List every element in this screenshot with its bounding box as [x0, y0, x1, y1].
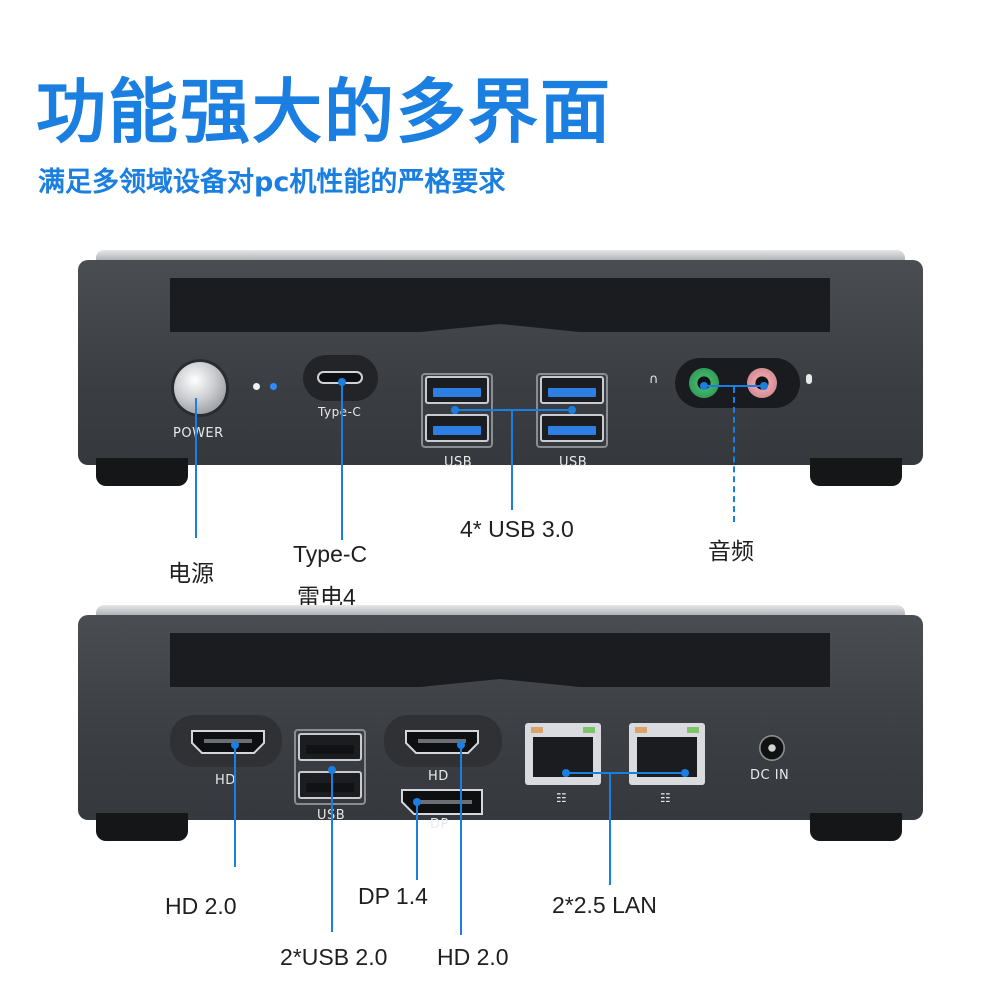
front-left-foot [96, 458, 188, 486]
lan-icon-2: ☷ [660, 791, 671, 805]
typec-callout-line [341, 382, 343, 540]
usb2-callout-line [331, 770, 333, 932]
lan-bar-line [565, 772, 685, 774]
hdmi-right-port[interactable] [404, 729, 480, 755]
audio-jack-bezel [675, 358, 800, 408]
usb2-frame [294, 729, 366, 805]
typec-label: Type-C [318, 405, 362, 419]
hdmi-left-port[interactable] [190, 729, 266, 755]
usb3-port-1-bottom[interactable] [425, 414, 489, 442]
lan-dot-right [681, 769, 689, 777]
usb-label-1: USB [444, 455, 473, 470]
rear-panel: HD USB HD DP ☷ ☷ DC IN [78, 605, 923, 841]
hd-right-callout-line [460, 745, 462, 935]
front-vent-slot [170, 278, 830, 332]
page-title: 功能强大的多界面 [36, 71, 612, 153]
usb2-port-top[interactable] [298, 733, 362, 761]
audio-dot-left [700, 382, 708, 390]
usb2-label: USB [317, 808, 345, 823]
usb30-callout-line [511, 410, 513, 510]
dp-label: DP [430, 817, 449, 832]
dc-in-label: DC IN [750, 768, 790, 783]
callout-hd20-right: HD 2.0 [437, 944, 509, 970]
callout-lan: 2*2.5 LAN [552, 892, 657, 918]
usb2-callout-dot [328, 766, 336, 774]
callout-dp14: DP 1.4 [358, 883, 428, 909]
dp-callout-dot [413, 798, 421, 806]
usb30-dot-right [568, 406, 576, 414]
front-right-foot [810, 458, 902, 486]
rear-right-foot [810, 813, 902, 841]
usb3-port-1-top[interactable] [425, 376, 489, 404]
dc-in-port[interactable] [759, 735, 785, 761]
page-subtitle: 满足多领域设备对pc机性能的严格要求 [38, 167, 506, 198]
callout-power: 电源 [168, 560, 214, 586]
rear-vent-slot [170, 633, 830, 687]
usb3-port-2-bottom[interactable] [540, 414, 604, 442]
lan-icon-1: ☷ [556, 791, 567, 805]
audio-bar-line [703, 385, 765, 387]
lan-callout-line [609, 773, 611, 885]
callout-audio: 音频 [708, 538, 754, 564]
callout-usb20: 2*USB 2.0 [280, 944, 388, 970]
callout-hd20-left: HD 2.0 [165, 893, 237, 919]
hd-left-label: HD [215, 773, 236, 788]
lan-port-2[interactable] [629, 723, 705, 785]
hd-right-label: HD [428, 769, 449, 784]
callout-typec-line1: Type-C [293, 541, 368, 567]
power-button[interactable] [174, 362, 226, 414]
audio-dot-right [760, 382, 768, 390]
usb-label-2: USB [559, 455, 588, 470]
callout-usb30: 4* USB 3.0 [460, 516, 574, 542]
hd-right-callout-dot [457, 741, 465, 749]
audio-callout-line [733, 387, 735, 522]
power-label: POWER [173, 426, 224, 441]
usb3-port-2-top[interactable] [540, 376, 604, 404]
usb30-bar-line [454, 409, 572, 411]
front-panel: POWER Type-C USB USB ∩ [78, 250, 923, 486]
headphone-icon: ∩ [649, 372, 659, 387]
displayport-port[interactable] [400, 788, 484, 816]
status-led-blue [270, 383, 277, 390]
status-led-white [253, 383, 260, 390]
lan-dot-left [562, 769, 570, 777]
power-callout-line [195, 398, 197, 538]
typec-callout-dot [338, 378, 346, 386]
hd-left-callout-line [234, 745, 236, 867]
mic-icon [806, 374, 812, 384]
hd-left-callout-dot [231, 741, 239, 749]
dp-callout-line [416, 802, 418, 880]
usb30-dot-left [451, 406, 459, 414]
rear-left-foot [96, 813, 188, 841]
